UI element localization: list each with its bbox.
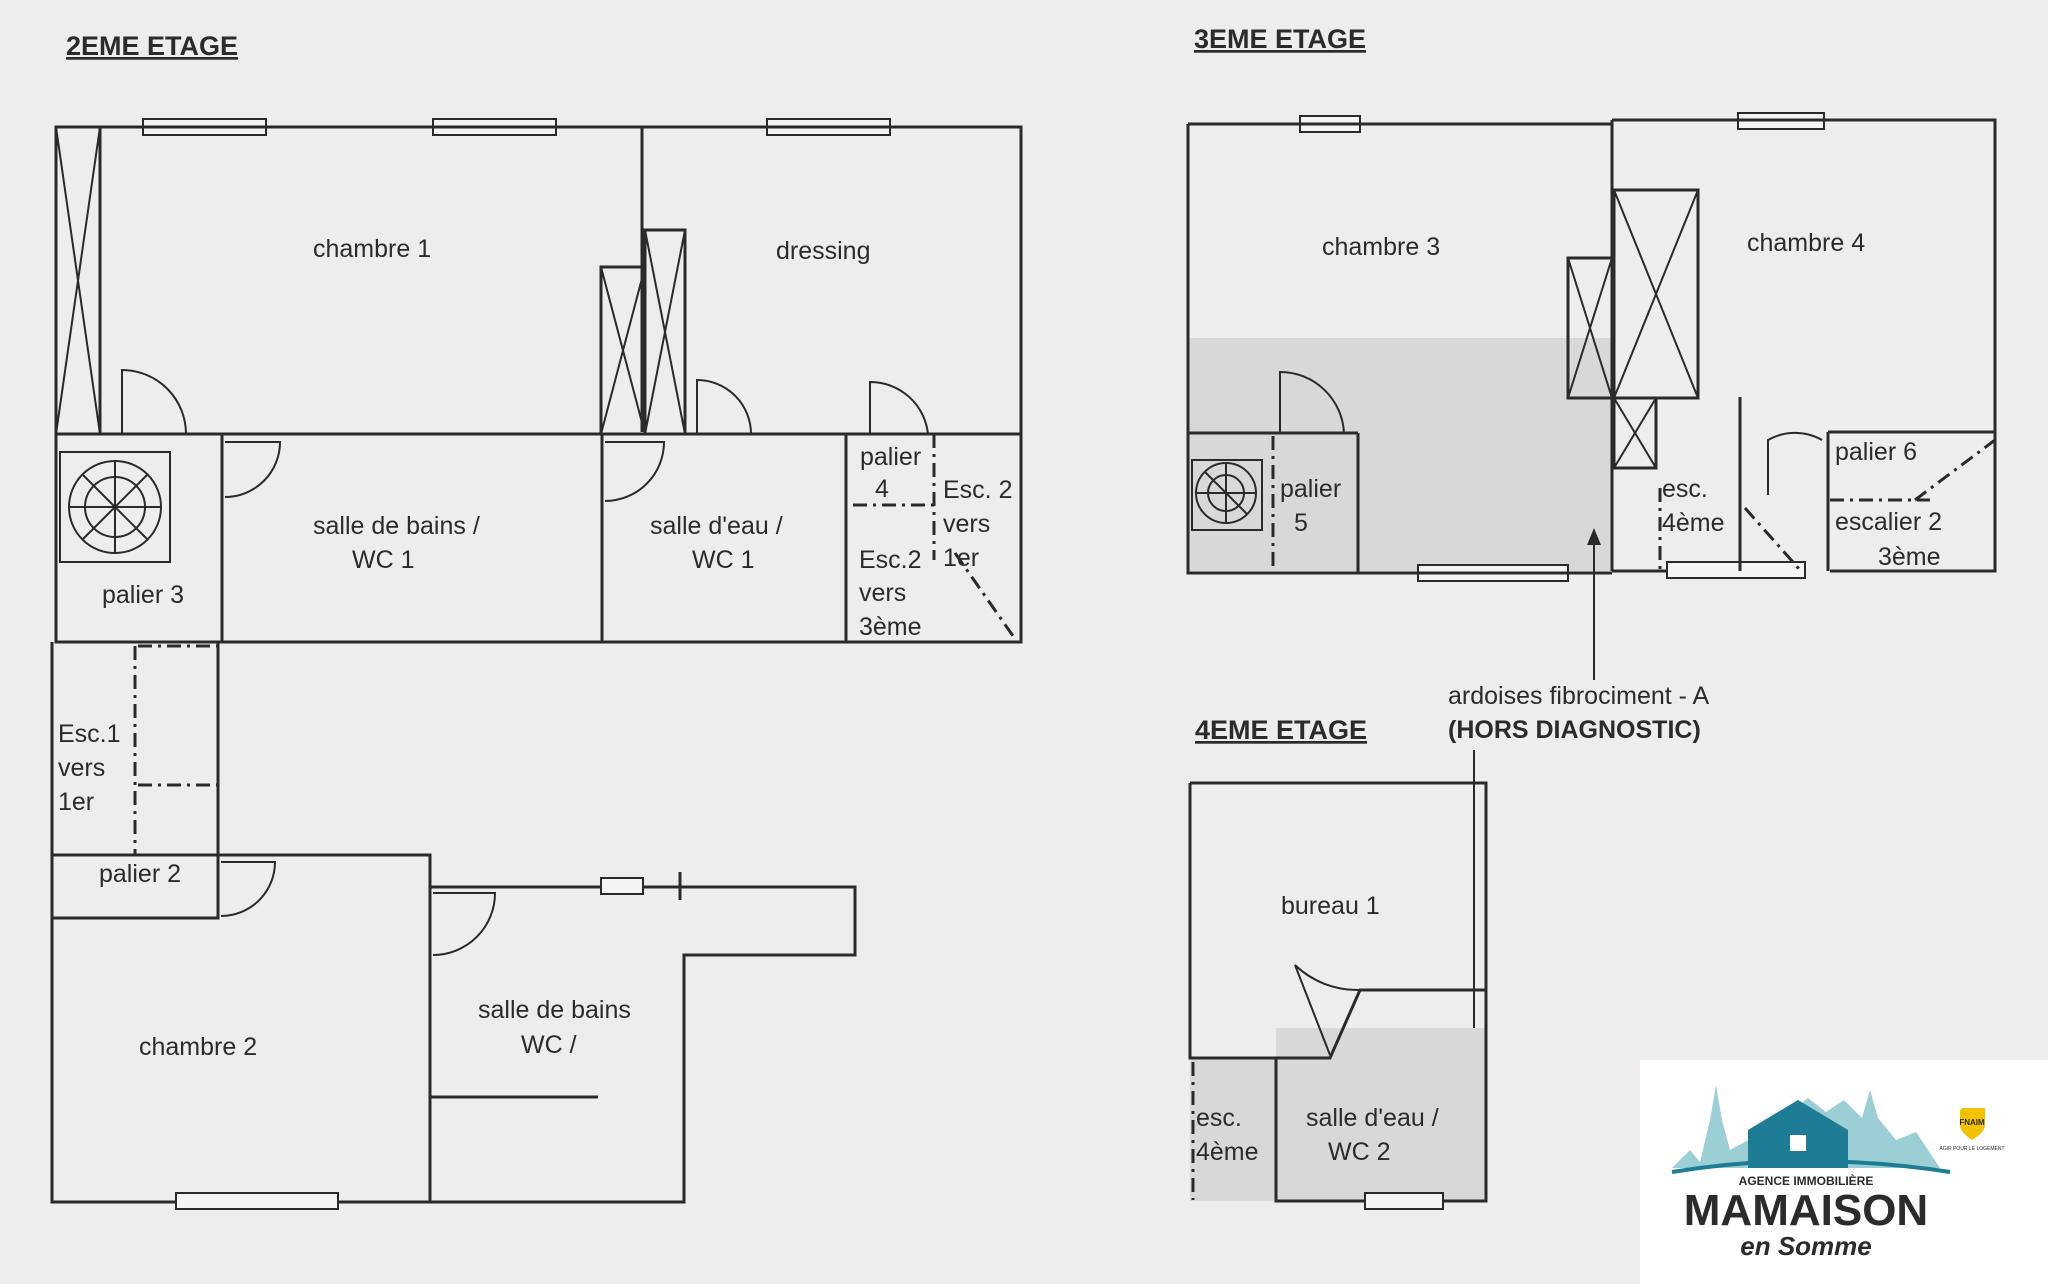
- shaft: [54, 125, 102, 436]
- label-bureau-1: bureau 1: [1281, 892, 1380, 920]
- floor-3-plan: 3EME ETAGE: [1186, 24, 1997, 582]
- label-chambre-2: chambre 2: [139, 1033, 257, 1061]
- logo-brand: MAMAISON: [1684, 1186, 1928, 1235]
- label-sdb-2-wc: WC /: [521, 1031, 577, 1059]
- label-esc-2-3eme-level: 3ème: [859, 613, 922, 641]
- fnaim-badge-icon: FNAIM AGIR POUR LE LOGEMENT: [1939, 1108, 2005, 1152]
- shaded-area: [1190, 1058, 1276, 1201]
- door-swing: [1767, 431, 1823, 495]
- door-swing: [869, 380, 929, 435]
- door-swing: [1294, 964, 1361, 1056]
- label-esc-1-level: 1er: [58, 788, 94, 816]
- label-sde-1: salle d'eau /: [650, 512, 783, 540]
- label-sde-1-wc: WC 1: [692, 546, 755, 574]
- label-sde-2-wc: WC 2: [1328, 1138, 1391, 1166]
- shaded-area: [1188, 338, 1611, 571]
- spiral-stair-icon: [1191, 459, 1263, 531]
- shaft: [1566, 256, 1614, 400]
- stair-1-walls: [50, 642, 220, 920]
- house-icon: [1748, 1100, 1848, 1168]
- label-escalier-2-level: 3ème: [1878, 543, 1941, 571]
- door-swing: [121, 368, 187, 435]
- window: [600, 877, 644, 895]
- label-palier-6: palier 6: [1835, 438, 1917, 466]
- floor-3-title: 3EME ETAGE: [1194, 24, 1366, 54]
- agency-logo: AGENCE IMMOBILIÈRE MAMAISON en Somme FNA…: [1640, 1060, 2048, 1284]
- window: [175, 1192, 339, 1210]
- label-palier-4-num: 4: [875, 475, 889, 503]
- label-esc-1: Esc.1: [58, 720, 121, 748]
- label-palier-4: palier: [860, 443, 921, 471]
- door-swing: [224, 441, 282, 498]
- label-esc-2-3eme: Esc.2: [859, 546, 922, 574]
- logo-subtitle: en Somme: [1740, 1231, 1872, 1261]
- label-esc-2-1er: Esc. 2: [943, 476, 1012, 504]
- spiral-stair-icon: [59, 451, 171, 563]
- label-chambre-3: chambre 3: [1322, 233, 1440, 261]
- floor-4-title: 4EME ETAGE: [1195, 715, 1367, 745]
- label-esc-1-vers: vers: [58, 754, 105, 782]
- annotation-asbestos: ardoises fibrociment - A (HORS DIAGNOSTI…: [1448, 528, 1710, 1075]
- label-sdb-1: salle de bains /: [313, 512, 480, 540]
- label-esc-4-f4: esc.: [1196, 1104, 1242, 1132]
- fnaim-sublabel: AGIR POUR LE LOGEMENT: [1939, 1146, 2004, 1152]
- floor-4-walls: [1190, 781, 1488, 1203]
- annotation-line-2: (HORS DIAGNOSTIC): [1448, 716, 1701, 744]
- upper-block-walls: [54, 125, 1023, 644]
- floor-2-title: 2EME ETAGE: [66, 31, 238, 61]
- window: [1364, 1192, 1444, 1210]
- window: [1666, 561, 1806, 579]
- label-palier-5-num: 5: [1294, 509, 1308, 537]
- label-sde-2: salle d'eau /: [1306, 1104, 1439, 1132]
- lower-block-walls: [50, 853, 857, 1204]
- label-dressing: dressing: [776, 237, 871, 265]
- label-chambre-1: chambre 1: [313, 235, 431, 263]
- label-sdb-1-wc: WC 1: [352, 546, 415, 574]
- annotation-line-1: ardoises fibrociment - A: [1448, 682, 1710, 710]
- door-swing: [604, 441, 666, 502]
- label-esc-2-1er-level: 1er: [943, 544, 979, 572]
- door-swing: [1279, 370, 1345, 434]
- door-swing: [432, 892, 497, 956]
- label-palier-2: palier 2: [99, 860, 181, 888]
- label-esc-4-level: 4ème: [1662, 509, 1725, 537]
- floor-4-plan: 4EME ETAGE bureau 1 esc. 4ème salle d'ea…: [1188, 715, 1488, 1210]
- shaft: [643, 228, 687, 436]
- fnaim-label: FNAIM: [1959, 1118, 1985, 1127]
- label-sdb-2: salle de bains: [478, 996, 631, 1024]
- label-esc-4: esc.: [1662, 475, 1708, 503]
- door-swing: [220, 861, 277, 917]
- logo-tagline: AGENCE IMMOBILIÈRE: [1739, 1173, 1874, 1188]
- label-esc-2-vers: vers: [943, 510, 990, 538]
- label-palier-5: palier: [1280, 475, 1341, 503]
- label-chambre-4: chambre 4: [1747, 229, 1865, 257]
- floor-3-walls: [1186, 118, 1997, 575]
- shaft: [1612, 396, 1658, 470]
- label-esc-4-f4-level: 4ème: [1196, 1138, 1259, 1166]
- label-palier-3: palier 3: [102, 581, 184, 609]
- label-esc-2-3eme-vers: vers: [859, 579, 906, 607]
- floor-2-plan: 2EME ETAGE: [50, 31, 1023, 1210]
- door-swing: [696, 378, 752, 435]
- label-escalier-2: escalier 2: [1835, 508, 1942, 536]
